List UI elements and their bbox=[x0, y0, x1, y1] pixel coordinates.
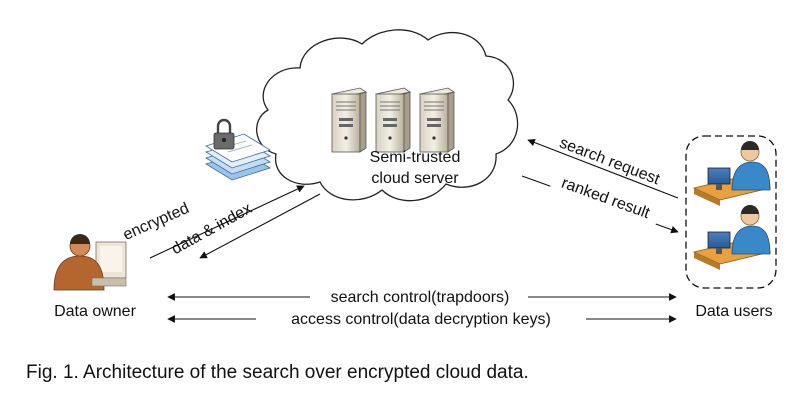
person-at-computer-icon bbox=[53, 234, 127, 291]
edge-label-access-control: access control(data decryption keys) bbox=[291, 311, 551, 328]
server-label-line2: cloud server bbox=[371, 170, 459, 187]
figure-caption: Fig. 1. Architecture of the search over … bbox=[26, 362, 529, 383]
search-request-arrow bbox=[527, 138, 679, 199]
cloud-to-owner-arrow bbox=[199, 193, 321, 259]
server-label-line1: Semi-trusted bbox=[370, 149, 461, 166]
owner-to-cloud-arrow bbox=[149, 185, 305, 259]
server-rack-icon bbox=[330, 87, 456, 153]
person-at-computer-icon bbox=[692, 205, 772, 270]
person-at-computer-icon bbox=[692, 141, 772, 206]
data-owner-label: Data owner bbox=[54, 303, 136, 320]
locked-documents-icon bbox=[205, 118, 271, 181]
edge-label-search-control: search control(trapdoors) bbox=[331, 289, 510, 306]
data-users-label: Data users bbox=[695, 303, 772, 320]
data-users-group bbox=[685, 135, 777, 289]
